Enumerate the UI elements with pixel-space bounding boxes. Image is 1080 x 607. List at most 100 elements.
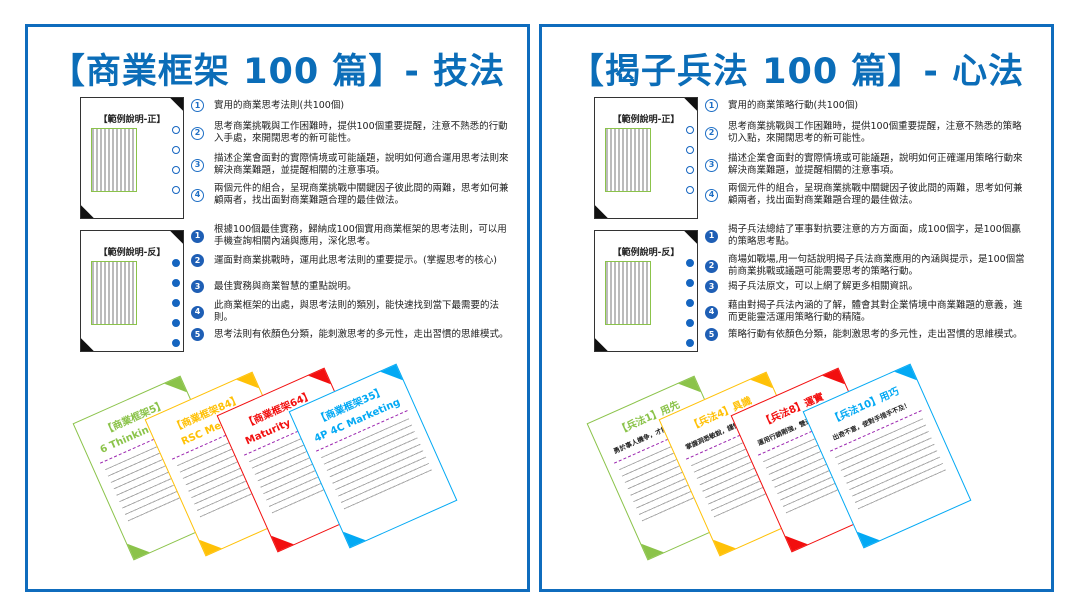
corner-decoration [678,375,710,393]
item-text: 描述企業會面對的實際情境或可能議題，說明如何適合運用思考法則來解決商業難題，並提… [214,153,509,176]
callout-number-icon [172,259,180,267]
corner-decoration [170,231,183,244]
item-text: 策略行動有依顏色分類，能刺激思考的多元性，走出習慣的思維模式。 [728,328,1023,340]
number-circle-icon: 2 [705,126,718,140]
item-text: 兩個元件的組合，呈現商業挑戰中關鍵因子彼此間的兩難，思考如何兼顧兩者，找出面對商… [728,183,1023,206]
list-item: 3 描述企業會面對的實際情境或可能議題，說明如何正確運用策略行動來解決商業難題，並… [705,153,1030,177]
corner-decoration [595,338,608,351]
corner-decoration [704,539,736,557]
item-text: 揭子兵法原文，可以上網了解更多相關資訊。 [728,280,919,292]
callout-number-icon [686,259,694,267]
card-preview-image [91,261,137,325]
corner-decoration [308,367,340,385]
number-circle-icon: 4 [705,188,718,202]
item-text: 此商業框架的出處，與思考法則的類別，能快速找到當下最需要的法則。 [214,300,500,323]
corner-decoration [118,543,150,561]
list-item: 4 藉由對揭子兵法內涵的了解，體會其對企業情境中商業難題的意義，進而更能靈活運用策… [705,300,1030,324]
item-text: 商場如戰場,用一句話說明揭子兵法商業應用的內涵與提示，是100個當前商業挑戰或議… [728,254,1025,277]
callout-number-icon [686,186,694,194]
example-card-label: 【範例說明-正】 [98,115,166,125]
panel-title: 【商業框架 100 篇】- 技法 [49,52,506,92]
callout-number-icon [172,186,180,194]
list-item: 2 商場如戰場,用一句話說明揭子兵法商業應用的內涵與提示，是100個當前商業挑戰或… [705,254,1030,278]
callout-number-icon [686,339,694,347]
number-circle-icon: 1 [705,99,718,112]
example-card-label: 【範例說明-正】 [612,115,680,125]
corner-decoration [334,531,366,549]
item-text: 描述企業會面對的實際情境或可能議題，說明如何正確運用策略行動來解決商業難題，並提… [728,153,1023,176]
example-card-back: 【範例說明-反】 [594,230,698,352]
list-item: 1 實用的商業策略行動(共100個) [705,99,858,112]
corner-decoration [894,363,926,381]
number-circle-icon: 1 [705,229,718,243]
number-circle-icon: 2 [705,259,718,273]
example-card-label: 【範例說明-反】 [98,248,166,258]
callout-number-icon [686,146,694,154]
number-circle-icon: 3 [191,280,204,293]
number-circle-icon: 4 [705,305,718,319]
number-circle-icon: 1 [191,99,204,112]
list-item: 1 實用的商業思考法則(共100個) [191,99,344,112]
corner-decoration [848,531,880,549]
corner-decoration [81,338,94,351]
callout-number-icon [686,126,694,134]
card-preview-image [605,128,651,192]
card-preview-image [91,128,137,192]
list-item: 4 此商業框架的出處，與思考法則的類別，能快速找到當下最需要的法則。 [191,300,516,324]
callout-number-icon [172,279,180,287]
callout-number-icon [686,299,694,307]
corner-decoration [776,535,808,553]
callout-number-icon [172,339,180,347]
corner-decoration [236,371,268,389]
callout-number-icon [172,126,180,134]
corner-decoration [684,98,697,111]
callout-number-icon [686,279,694,287]
number-circle-icon: 5 [191,328,204,341]
number-circle-icon: 3 [705,158,718,172]
corner-decoration [750,371,782,389]
list-item: 1 根據100個最佳實務，歸納成100個實用商業框架的思考法則，可以用手機查詢相關… [191,224,516,248]
number-circle-icon: 2 [191,126,204,140]
number-circle-icon: 3 [705,280,718,293]
corner-decoration [595,205,608,218]
corner-decoration [262,535,294,553]
callout-number-icon [686,166,694,174]
list-item: 2 運面對商業挑戰時，運用此思考法則的重要提示。(掌握思考的核心) [191,254,497,267]
corner-decoration [822,367,854,385]
item-text: 最佳實務與商業智慧的重點說明。 [214,280,357,292]
item-text: 運面對商業挑戰時，運用此思考法則的重要提示。(掌握思考的核心) [214,254,497,266]
list-item: 3 描述企業會面對的實際情境或可能議題，說明如何適合運用思考法則來解決商業難題，並… [191,153,516,177]
corner-decoration [684,231,697,244]
callout-number-icon [172,299,180,307]
corner-decoration [81,205,94,218]
callout-number-icon [686,319,694,327]
number-circle-icon: 4 [191,188,204,202]
card-preview-image [605,261,651,325]
example-card-front: 【範例說明-正】 [80,97,184,219]
list-item: 4 兩個元件的組合，呈現商業挑戰中關鍵因子彼此間的兩難，思考如何兼顧兩者，找出面對… [705,183,1030,207]
item-text: 根據100個最佳實務，歸納成100個實用商業框架的思考法則，可以用手機查詢相關內… [214,224,507,247]
corner-decoration [164,375,196,393]
number-circle-icon: 3 [191,158,204,172]
item-text: 實用的商業策略行動(共100個) [728,99,859,111]
item-text: 揭子兵法總結了軍事對抗要注意的方方面面，成100個字，是100個贏的策略思考點。 [728,224,1021,247]
corner-decoration [380,363,412,381]
item-text: 實用的商業思考法則(共100個) [214,99,345,111]
number-circle-icon: 2 [191,254,204,267]
corner-decoration [170,98,183,111]
example-card-label: 【範例說明-反】 [612,248,680,258]
item-text: 藉由對揭子兵法內涵的了解，體會其對企業情境中商業難題的意義，進而更能靈活運用策略… [728,300,1023,323]
number-circle-icon: 4 [191,305,204,319]
item-text: 思考法則有依顏色分類，能刺激思考的多元性，走出習慣的思維模式。 [214,328,509,340]
example-card-front: 【範例說明-正】 [594,97,698,219]
list-item: 5 思考法則有依顏色分類，能刺激思考的多元性，走出習慣的思維模式。 [191,328,509,341]
callout-number-icon [172,166,180,174]
number-circle-icon: 1 [191,229,204,243]
left-panel: 【商業框架 100 篇】- 技法【範例說明-正】【範例說明-反】 1 實用的商業思考… [25,24,530,592]
list-item: 1 揭子兵法總結了軍事對抗要注意的方方面面，成100個字，是100個贏的策略思考點… [705,224,1030,248]
